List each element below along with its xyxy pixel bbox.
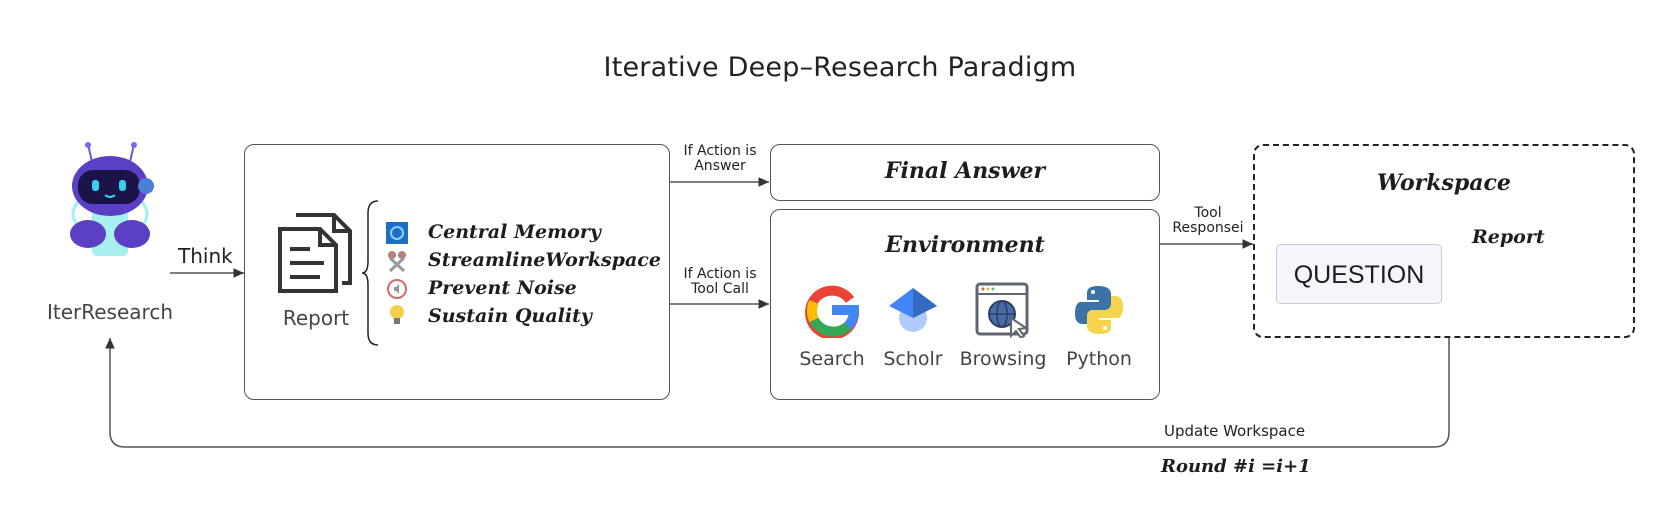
browser-globe-icon	[975, 282, 1031, 340]
think-label: Think	[178, 244, 233, 268]
environment-title: Environment	[885, 232, 1045, 258]
diagram-title: Iterative Deep–Research Paradigm	[603, 52, 1077, 83]
report-label: Report	[282, 306, 350, 330]
final-answer-title: Final Answer	[884, 158, 1046, 184]
question-card[interactable]: QUESTION	[1276, 244, 1442, 304]
feature-prevent-noise: Prevent Noise	[428, 277, 577, 299]
tool-response-label: Tool Responsei	[1172, 205, 1244, 236]
lightbulb-icon	[386, 304, 408, 326]
workspace-report-label: Report	[1472, 226, 1545, 248]
tool-scholar[interactable]: Scholr	[868, 282, 958, 370]
document-stack-icon	[276, 211, 356, 295]
update-workspace-loop	[105, 338, 1450, 448]
feature-central-memory: Central Memory	[428, 221, 601, 243]
scholar-cap-icon	[885, 282, 941, 338]
python-icon	[1071, 282, 1127, 338]
toolcall-branch-label: If Action is Tool Call	[683, 266, 757, 297]
refresh-icon	[386, 222, 408, 244]
update-workspace-label: Update Workspace	[1164, 422, 1306, 440]
tool-python[interactable]: Python	[1054, 282, 1144, 370]
tool-search[interactable]: Search	[787, 282, 877, 370]
curly-brace-icon	[361, 199, 382, 347]
scissors-icon	[386, 250, 408, 273]
feature-sustain-quality: Sustain Quality	[428, 305, 592, 327]
robot-mascot-icon	[48, 142, 172, 260]
google-icon	[804, 282, 860, 340]
agent-name-label: IterResearch	[46, 300, 173, 324]
round-counter-label: Round #i =i+1	[1161, 456, 1311, 477]
workspace-title: Workspace	[1377, 170, 1511, 196]
answer-branch-label: If Action is Answer	[683, 143, 757, 174]
mute-icon	[386, 278, 408, 300]
final-answer-box	[770, 144, 1160, 201]
workspace-box	[1253, 144, 1635, 338]
tool-browsing[interactable]: Browsing	[958, 282, 1048, 370]
feature-streamline-workspace: StreamlineWorkspace	[428, 249, 661, 271]
